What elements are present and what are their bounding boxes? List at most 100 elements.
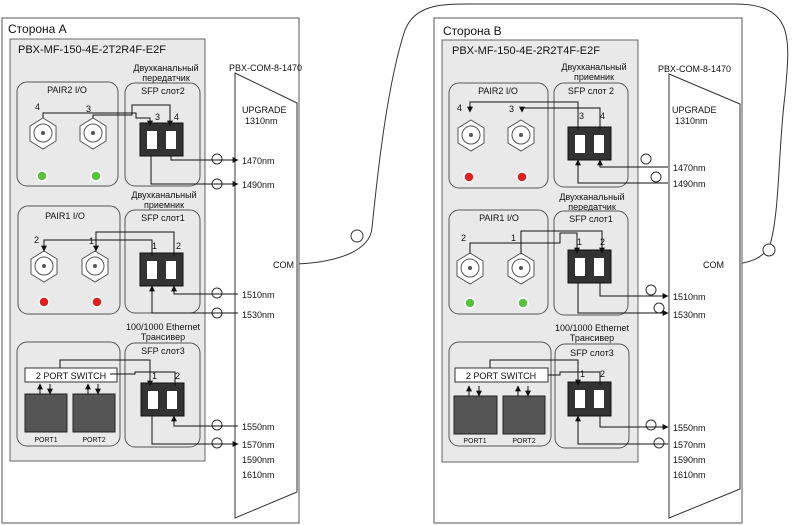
tx-title-a: передатчик	[142, 73, 190, 83]
fiber-wire	[599, 416, 669, 430]
sfp-port-icon	[147, 261, 157, 279]
fiber-coil	[645, 419, 657, 431]
status-led	[91, 296, 103, 308]
fiber-core-icon	[91, 131, 95, 135]
pair2-label-b: PAIR2 I/O	[478, 86, 518, 96]
sfp-num-b: 2	[600, 237, 605, 247]
wavelength-label: 1590nm	[673, 455, 706, 465]
fiber-wire	[520, 230, 605, 254]
fiber-coil	[640, 153, 652, 165]
com-label-b: COM	[703, 260, 724, 270]
upgrade-label-b: UPGRADE	[672, 105, 717, 115]
pair1-num-a: 2	[34, 235, 39, 245]
sfp-num-a: 1	[152, 371, 157, 381]
eth-title-a: 100/1000 Ethernet	[126, 322, 201, 332]
sfp-port-icon	[594, 135, 604, 153]
pair1-num-a: 1	[89, 236, 94, 246]
sfp-num-a: 2	[176, 241, 181, 251]
mux-b	[668, 73, 741, 519]
pair2-num-a: 3	[86, 104, 91, 114]
fiber-wire	[597, 159, 668, 168]
ethernet-port-icon	[72, 393, 116, 433]
status-led	[516, 171, 528, 183]
mux-a	[234, 72, 298, 519]
fiber-wire	[469, 232, 580, 254]
sfp-label-a: SFP слот2	[141, 86, 185, 96]
status-led	[464, 297, 476, 309]
sfp-port-icon	[575, 135, 585, 153]
fiber-coil	[653, 437, 665, 449]
sfp-port-icon	[166, 261, 176, 279]
fiber-coil	[650, 171, 662, 183]
sfp-port-icon	[167, 391, 177, 409]
pair2-num-b: 3	[509, 104, 514, 114]
pair1-group-a	[17, 205, 121, 315]
tx-title-b: приемник	[574, 72, 614, 82]
mux-label-b: PBX-COM-8-1470	[658, 64, 731, 74]
fiber-core-icon	[468, 266, 472, 270]
fiber-core-icon	[93, 264, 97, 268]
eth-title-b: Трансивер	[570, 333, 614, 343]
pair2-num-a: 4	[35, 102, 40, 112]
sfp-label-a: SFP слот3	[141, 346, 185, 356]
pair2-group-a	[16, 81, 119, 187]
side-a: Сторона А PBX-MF-150-4E-2T2R4F-E2F PAIR2…	[1, 17, 302, 524]
sfp-module-icon	[139, 122, 184, 157]
wavelength-label: 1610nm	[673, 470, 706, 480]
fiber-wire	[171, 285, 238, 295]
sfp-port-icon	[148, 391, 158, 409]
ethernet-port-icon	[502, 395, 546, 435]
sfp-label-b: SFP слот1	[569, 214, 613, 224]
status-led	[517, 297, 529, 309]
ethernet-port-icon	[24, 393, 68, 433]
status-led	[463, 171, 475, 183]
eth-title-a: Трансивер	[141, 332, 185, 342]
port-label-a: PORT2	[82, 437, 105, 444]
port-label-b: PORT1	[463, 438, 486, 445]
rx-title-a: Двухканальный	[131, 190, 196, 200]
fiber-wire	[149, 285, 238, 314]
fiber-coil	[653, 302, 665, 314]
sfp-port-icon	[594, 390, 604, 408]
sfp-num-b: 1	[580, 369, 585, 379]
tx-title-b: Двухканальный	[561, 62, 626, 72]
wavelength-label: 1570nm	[673, 440, 706, 450]
cable-coil	[350, 229, 364, 243]
wavelength-label: 1610nm	[242, 470, 275, 480]
wavelength-label: 1530nm	[242, 310, 275, 320]
fiber-wire	[575, 159, 668, 184]
fiber-wire	[42, 112, 153, 127]
side-a-label: Сторона А	[8, 22, 67, 36]
model-label-a: PBX-MF-150-4E-2T2R4F-E2F	[18, 44, 166, 56]
fiber-wire	[575, 415, 668, 445]
sfp-label-b: SFP слот3	[570, 348, 614, 358]
wavelength-label: 1570nm	[242, 440, 275, 450]
fiber-wire	[41, 239, 153, 256]
fiber-wire	[110, 371, 176, 386]
switch-label-a: 2 PORT SWITCH	[36, 371, 106, 381]
fiber-coil	[645, 284, 657, 296]
fiber-wire	[599, 283, 669, 299]
fiber-wire	[93, 231, 175, 256]
pair1-label-a: PAIR1 I/O	[45, 211, 85, 221]
sfp-module-icon	[140, 382, 185, 417]
fiber-coil	[211, 419, 223, 431]
sfp-num-b: 3	[579, 111, 584, 121]
sfp-port-icon	[594, 258, 604, 276]
model-label-b: PBX-MF-150-4E-2R2T4F-E2F	[452, 45, 600, 57]
pair1-group-b	[448, 209, 549, 315]
wavelength-label: 1490nm	[242, 180, 275, 190]
fiber-wire	[548, 371, 601, 385]
sfp-port-icon	[575, 390, 585, 408]
pair2-num-b: 4	[457, 103, 462, 113]
sfp-num-a: 4	[174, 112, 179, 122]
cable-coil	[762, 243, 776, 257]
port-label-a: PORT1	[34, 437, 57, 444]
fiber-wire	[151, 416, 239, 447]
fiber-coil	[211, 287, 223, 299]
fiber-wire	[467, 101, 579, 130]
port-label-b: PORT2	[512, 438, 535, 445]
fiber-wire	[519, 106, 601, 130]
